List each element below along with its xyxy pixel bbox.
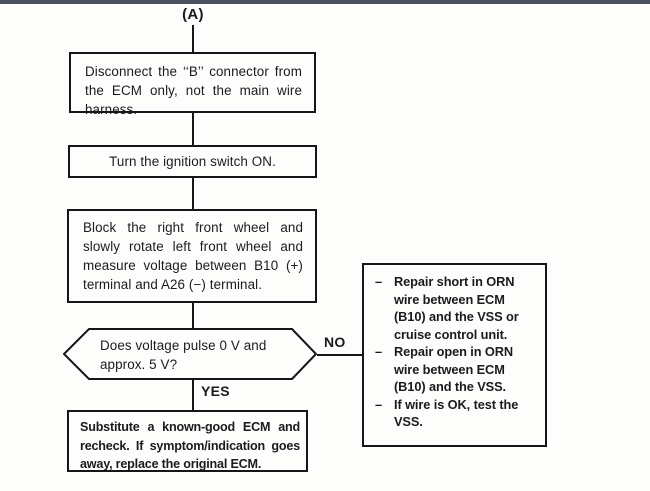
step-substitute-text: Substitute a known-good ECM and recheck.…: [80, 420, 300, 471]
dash-bullet: –: [375, 396, 383, 412]
step-measure-voltage: Block the right front wheel and slowly r…: [67, 209, 317, 303]
decision-hexagon-shape: [63, 328, 318, 380]
repair-item-text: If wire is OK, test the VSS.: [394, 396, 519, 430]
connector-label-a: (A): [182, 6, 204, 23]
connector-line-yes: [192, 379, 194, 410]
connector-line-3: [192, 302, 194, 329]
branch-label-yes: YES: [201, 383, 230, 399]
dash-bullet: –: [375, 274, 383, 289]
repair-item-text: Repair open in ORN wire between ECM (B10…: [394, 344, 514, 394]
repair-actions-box: – Repair short in ORN wire between ECM (…: [362, 263, 547, 447]
step-ignition-text: Turn the ignition switch ON.: [109, 154, 276, 169]
repair-item-text: Repair short in ORN wire between ECM (B1…: [394, 274, 519, 342]
step-measure-text: Block the right front wheel and slowly r…: [83, 220, 303, 292]
window-top-edge: [0, 0, 650, 4]
repair-item: – Repair open in ORN wire between ECM (B…: [375, 343, 539, 396]
decision-voltage-pulse: Does voltage pulse 0 V and approx. 5 V?: [63, 328, 318, 380]
step-disconnect-text: Disconnect the ‘‘B’’ connector from the …: [85, 64, 302, 117]
step-ignition-on: Turn the ignition switch ON.: [68, 145, 317, 178]
connector-line-entry: [192, 25, 194, 52]
step-substitute-ecm: Substitute a known-good ECM and recheck.…: [67, 410, 308, 472]
decision-text: Does voltage pulse 0 V and approx. 5 V?: [100, 338, 267, 372]
repair-item: – Repair short in ORN wire between ECM (…: [375, 273, 539, 343]
connector-line-1: [192, 112, 194, 146]
dash-bullet: –: [375, 344, 383, 359]
connector-line-2: [192, 177, 194, 210]
repair-item: – If wire is OK, test the VSS.: [375, 396, 539, 431]
branch-label-no: NO: [324, 334, 346, 350]
step-disconnect-connector: Disconnect the ‘‘B’’ connector from the …: [69, 52, 316, 117]
connector-line-no: [317, 354, 363, 356]
